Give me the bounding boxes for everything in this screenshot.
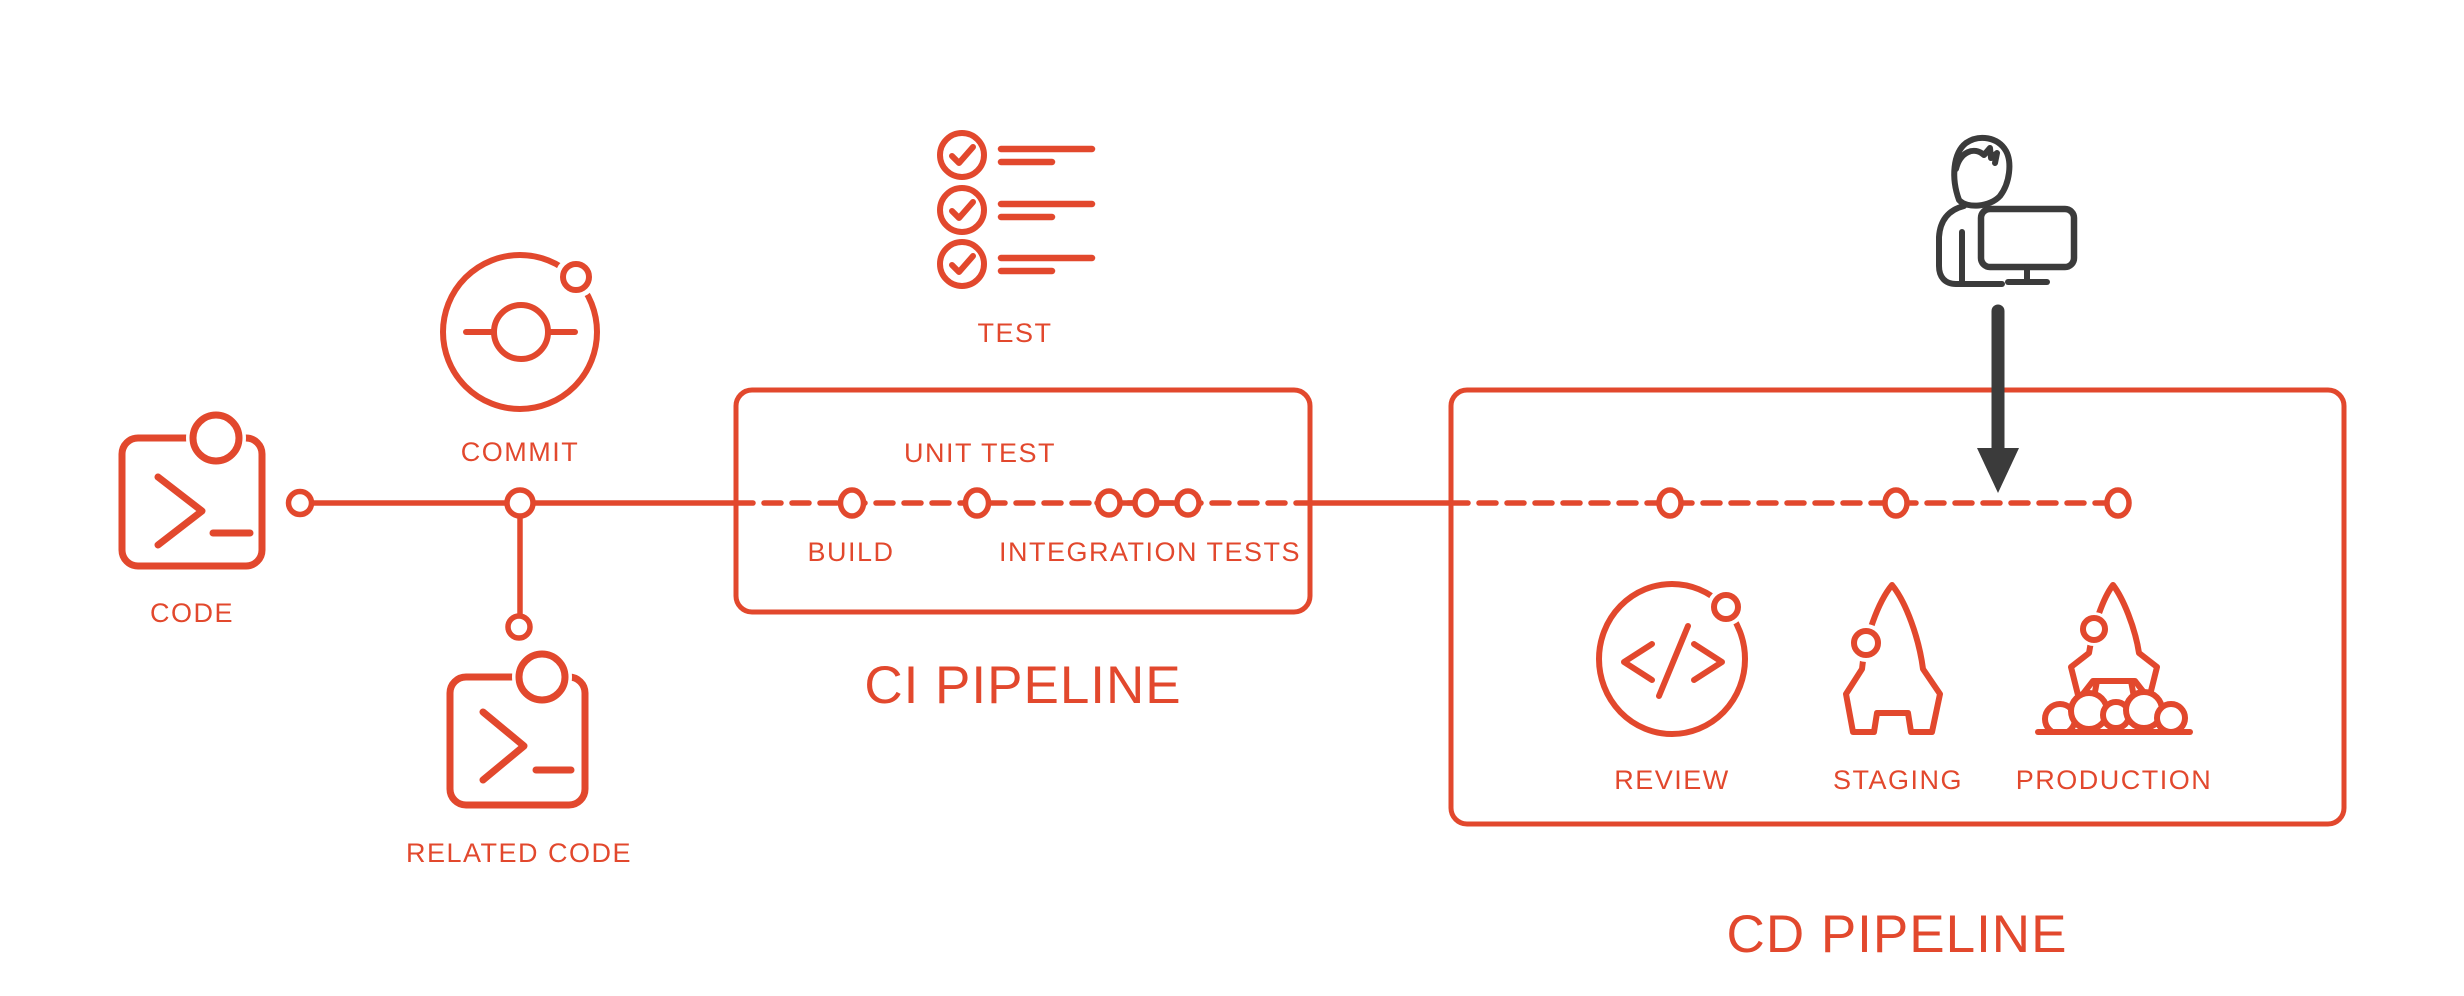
staging-rocket-icon bbox=[1843, 582, 1943, 735]
node-staging bbox=[1882, 487, 1910, 519]
node-unit-test bbox=[962, 487, 992, 519]
node-branch-end bbox=[505, 613, 533, 641]
test-label: TEST bbox=[977, 318, 1053, 348]
commit-label: COMMIT bbox=[460, 437, 580, 467]
related-code-label: RELATED CODE bbox=[405, 838, 633, 868]
node-start bbox=[285, 488, 315, 518]
node-integration-1 bbox=[1095, 488, 1123, 518]
review-code-icon bbox=[1596, 581, 1748, 737]
production-label: PRODUCTION bbox=[2015, 765, 2213, 795]
cd-pipeline-box bbox=[1448, 387, 2347, 827]
node-review bbox=[1656, 487, 1684, 519]
test-checklist-icon bbox=[937, 130, 1096, 289]
node-commit bbox=[504, 487, 536, 519]
deploy-down-arrow bbox=[1977, 304, 2019, 493]
node-production bbox=[2104, 487, 2132, 519]
related-code-icon bbox=[446, 647, 589, 809]
code-label: CODE bbox=[149, 598, 235, 628]
node-build bbox=[837, 487, 867, 519]
cd-pipeline-title: CD PIPELINE bbox=[1726, 905, 2068, 964]
pipeline-nodes bbox=[285, 487, 2132, 641]
ci-pipeline-title: CI PIPELINE bbox=[864, 656, 1182, 715]
node-integration-3 bbox=[1174, 488, 1202, 518]
production-rocket-icon bbox=[2025, 582, 2205, 754]
node-integration-2 bbox=[1132, 488, 1160, 518]
unit-test-label: UNIT TEST bbox=[903, 438, 1057, 468]
developer-at-computer-icon bbox=[1936, 134, 2078, 287]
integration-tests-label: INTEGRATION TESTS bbox=[998, 537, 1302, 567]
code-icon bbox=[118, 408, 266, 570]
commit-icon bbox=[440, 252, 600, 412]
review-label: REVIEW bbox=[1614, 765, 1730, 795]
build-label: BUILD bbox=[807, 537, 895, 567]
staging-label: STAGING bbox=[1832, 765, 1964, 795]
